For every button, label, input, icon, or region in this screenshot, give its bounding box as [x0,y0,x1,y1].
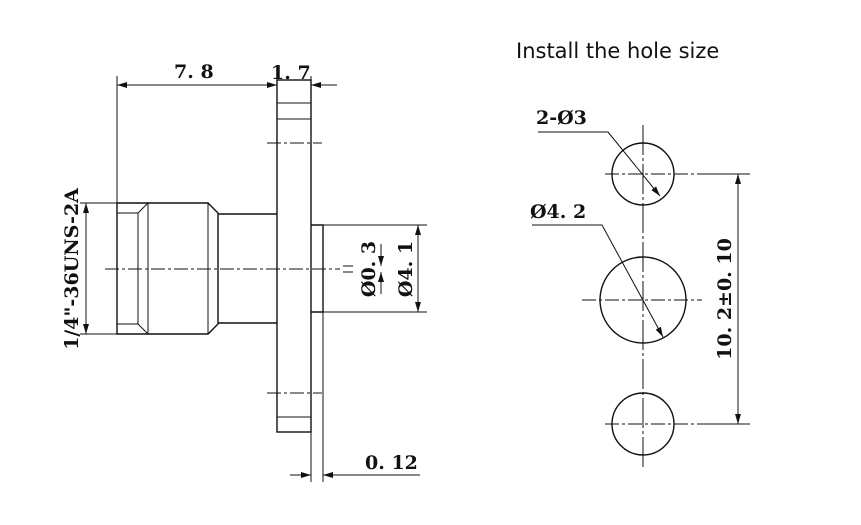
dim-spacing: 10. 2±0. 10 [714,238,736,360]
dim-flange-thickness: 1. 7 [271,62,311,84]
drawing-title: Install the hole size [516,39,719,63]
dim-pin: Ø0. 3 [358,241,380,297]
hole-pattern-view: 10. 2±0. 10 2-Ø3 Ø4. 2 [530,107,750,467]
dim-small-holes: 2-Ø3 [536,107,587,129]
dim-center-hole: Ø4. 2 [530,201,586,223]
dim-offset: 0. 12 [365,452,418,474]
flange [276,79,312,433]
dim-dielectric: Ø4. 1 [395,241,417,297]
connector-side-view: 7. 8 1. 7 1/4"-36UNS-2A Ø4. 1 Ø0. 3 0. 1… [61,61,427,482]
dim-thread: 1/4"-36UNS-2A [61,188,83,350]
dim-length: 7. 8 [174,61,214,83]
